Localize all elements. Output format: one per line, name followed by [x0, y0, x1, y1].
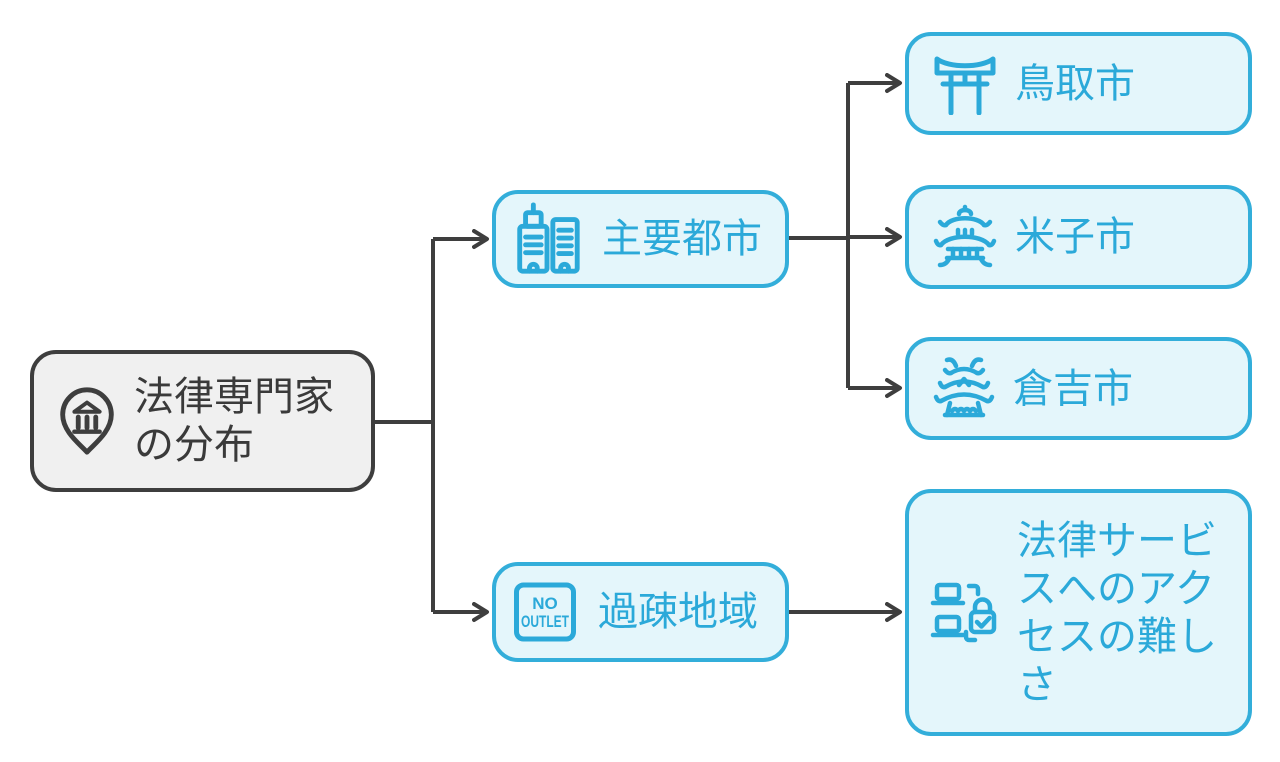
branch-node-label: 過疎地域: [598, 590, 758, 634]
leaf-node-label: 鳥取市: [1015, 61, 1135, 106]
no-outlet-sign-icon: NO OUTLET: [512, 581, 578, 643]
branch-node-depopulated-areas: NO OUTLET 過疎地域: [492, 562, 789, 662]
leaf-node-label: 倉吉市: [1013, 366, 1133, 411]
no-outlet-sign-line2: OUTLET: [521, 612, 569, 631]
leaf-node-label: 米子市: [1015, 215, 1135, 259]
leaf-node-label: 法律サービスへのアクセスの難しさ: [1017, 518, 1217, 707]
torii-gate-icon: [933, 53, 997, 115]
branch-node-label: 主要都市: [602, 217, 762, 261]
root-node-label: 法律専門家の分布: [134, 375, 334, 467]
city-buildings-icon: [512, 201, 582, 277]
leaf-node-kurayoshi-city: 倉吉市: [905, 337, 1252, 440]
leaf-node-legal-access-difficulty: 法律サービスへのアクセスの難しさ: [905, 489, 1252, 736]
japanese-castle-icon: [933, 356, 995, 422]
branch-node-major-cities: 主要都市: [492, 190, 789, 288]
devices-lock-check-icon: [929, 581, 999, 645]
root-node-legal-experts-distribution: 法律専門家の分布: [30, 350, 375, 492]
no-outlet-sign-line1: NO: [532, 594, 558, 613]
leaf-node-yonago-city: 米子市: [905, 185, 1252, 289]
map-pin-bank-icon: [54, 385, 120, 457]
leaf-node-tottori-city: 鳥取市: [905, 32, 1252, 135]
pagoda-temple-icon: [933, 204, 997, 270]
